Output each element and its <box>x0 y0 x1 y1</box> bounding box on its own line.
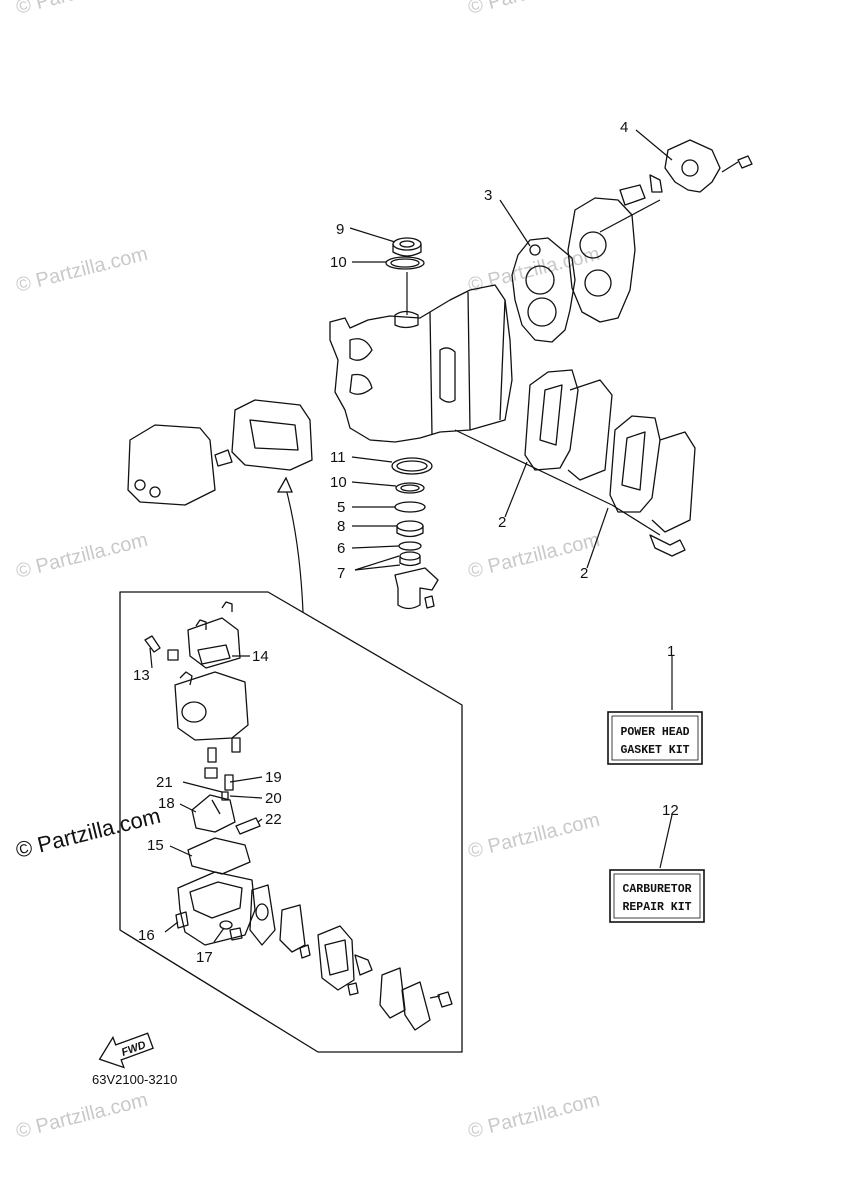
label-part-9: 9 <box>336 221 344 238</box>
label-part-18: 18 <box>158 795 175 812</box>
fwd-arrow: FWD <box>98 1032 154 1069</box>
leaders <box>149 129 673 943</box>
watermark: © Partzilla.com <box>14 529 150 583</box>
o-ring-10-top <box>385 256 425 270</box>
watermark: © Partzilla.com <box>14 1089 150 1143</box>
gasket-3 <box>511 237 576 343</box>
label-part-14: 14 <box>252 648 269 665</box>
watermark: © Partzilla.com <box>466 1089 602 1143</box>
label-part-17: 17 <box>196 949 213 966</box>
label-part-10: 10 <box>330 254 347 271</box>
label-part-5: 5 <box>337 499 345 516</box>
label-part-15: 15 <box>147 837 164 854</box>
label-part-11: 11 <box>330 449 346 466</box>
power-head-gasket-kit: POWER HEAD GASKET KIT <box>607 711 703 765</box>
part-labels: 4 3 9 10 11 10 5 8 6 7 2 2 1 12 13 14 21… <box>133 119 679 966</box>
seal-stack <box>391 457 439 610</box>
kit-label-line1: POWER HEAD <box>620 726 689 739</box>
leader-line <box>454 429 613 506</box>
watermark: © Partzilla.com <box>466 809 602 863</box>
kit-label-line2: GASKET KIT <box>620 744 689 757</box>
diagram-code: 63V2100-3210 <box>92 1072 177 1087</box>
label-part-19: 19 <box>265 769 282 786</box>
label-part-21: 21 <box>156 774 173 791</box>
label-part-4: 4 <box>620 119 628 136</box>
label-part-1: 1 <box>667 643 675 660</box>
label-part-20: 20 <box>265 790 282 807</box>
carburetor-repair-kit: CARBURETOR REPAIR KIT <box>609 869 705 923</box>
watermarks: © Partzilla.com © Partzilla.com © Partzi… <box>13 0 602 1143</box>
oil-seal-9 <box>392 237 422 257</box>
label-part-2: 2 <box>498 514 506 531</box>
label-part-8: 8 <box>337 518 345 535</box>
label-part-16: 16 <box>138 927 155 944</box>
watermark: © Partzilla.com <box>466 0 602 19</box>
label-part-6: 6 <box>337 540 345 557</box>
watermark-strong: © Partzilla.com <box>13 803 163 863</box>
carburetor-frame <box>119 591 463 1053</box>
assembly-arrow-head <box>276 476 293 493</box>
label-part-13: 13 <box>133 667 150 684</box>
carburetor-parts <box>144 601 453 1031</box>
intake-silencer <box>127 399 313 506</box>
label-part-2: 2 <box>580 565 588 582</box>
label-part-7: 7 <box>337 565 345 582</box>
reed-gasket-2b <box>609 415 696 557</box>
leader-line <box>599 199 661 233</box>
kit-label-line2: REPAIR KIT <box>622 901 691 914</box>
watermark: © Partzilla.com <box>14 243 150 297</box>
assembly-arrow <box>284 484 304 613</box>
exhaust-cover <box>567 197 636 323</box>
thermostat-cover-4 <box>619 139 753 206</box>
kit-label-line1: CARBURETOR <box>622 883 691 896</box>
cylinder-block <box>329 284 513 443</box>
label-part-22: 22 <box>265 811 282 828</box>
label-part-10: 10 <box>330 474 347 491</box>
leader-line <box>611 504 661 536</box>
label-part-3: 3 <box>484 187 492 204</box>
watermark: © Partzilla.com <box>14 0 150 19</box>
label-part-12: 12 <box>662 802 679 819</box>
reed-gasket-2a <box>524 369 613 481</box>
